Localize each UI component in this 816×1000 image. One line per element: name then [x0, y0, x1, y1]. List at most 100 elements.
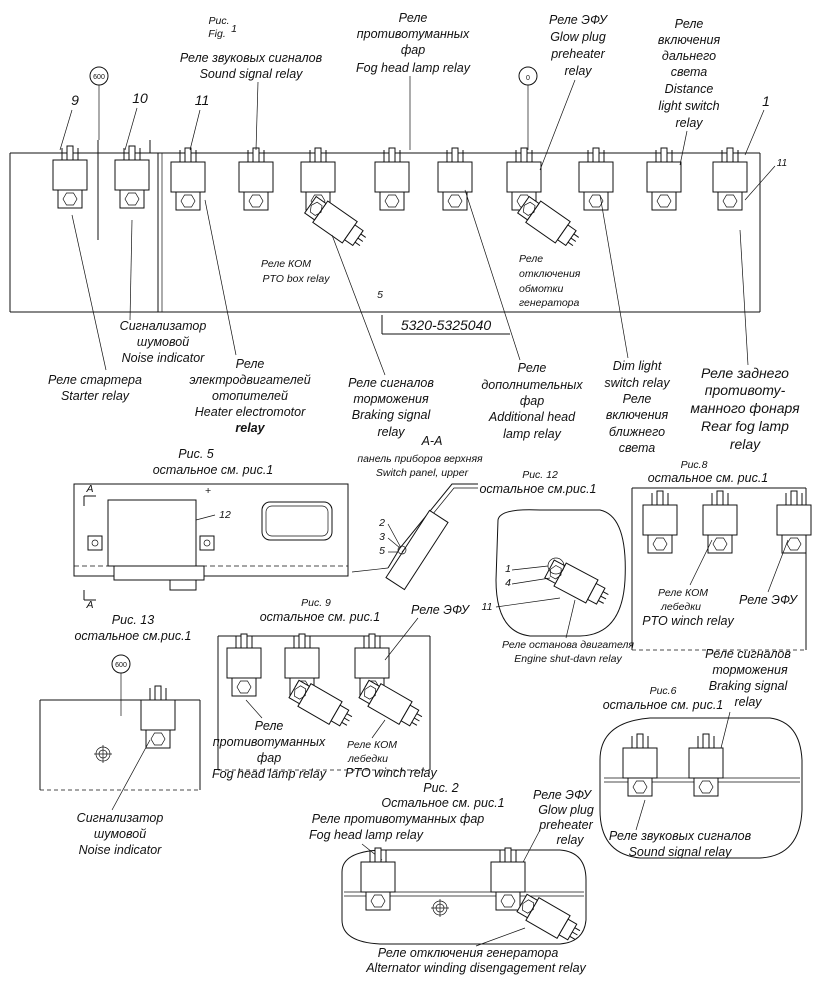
section-aa-callout-3: 3 [379, 531, 385, 543]
fig13-noise-indicator [140, 685, 176, 749]
fig9-relay-fog [226, 633, 262, 697]
rear-fog-relay-ru1: Реле заднего [701, 365, 789, 381]
fig13-noise-en: Noise indicator [79, 843, 163, 857]
generator-relay-ru3: обмотки [519, 283, 563, 295]
dim-relay-en1: Dim light [613, 359, 662, 373]
fig13-title: Рис. 13 [112, 613, 154, 627]
fig8-efu: Реле ЭФУ [739, 593, 799, 607]
fig13-rest: остальное см.рис.1 [74, 629, 191, 643]
additional-relay-en2: lamp relay [503, 427, 561, 441]
fig6-brake-en2: relay [734, 695, 762, 709]
fig13-noise-ru1: Сигнализатор [77, 811, 164, 825]
fig8-title: Рис.8 [681, 459, 708, 471]
fig8-pto-ru1: Реле КОМ [658, 587, 708, 599]
rear-fog-relay-en1: Rear fog lamp [701, 418, 789, 434]
fig12-detail: Рис. 12 остальное см.рис.1 1 4 11 Реле о… [479, 469, 634, 665]
fig2-fog-en: Fog head lamp relay [309, 828, 424, 842]
fig2-fog-ru: Реле противотуманных фар [312, 812, 485, 826]
fog-relay-ru1: Реле [399, 11, 428, 25]
fig2-glow-en3: relay [556, 833, 584, 847]
relay-rear-fog [712, 147, 748, 211]
fig2-relay-generator [515, 891, 585, 947]
heater-relay-en1: Heater electromotor [195, 405, 306, 419]
section-aa-callout-2: 2 [378, 517, 385, 529]
fig5-rest: остальное см. рис.1 [153, 463, 274, 477]
fig13-bolt [93, 744, 113, 764]
fig8-relay-left [642, 490, 678, 554]
fig2-glow-en1: Glow plug [538, 803, 594, 817]
brake-relay-ru2: торможения [353, 392, 429, 406]
fig6-sound-en: Sound signal relay [629, 845, 733, 859]
section-aa-title: А-А [421, 434, 443, 448]
fig2-glow-en2: preheater [538, 818, 593, 832]
fig9-detail: Рис. 9 остальное см. рис.1 Реле ЭФУ Реле… [212, 597, 471, 781]
heater-relay-ru3: отопителей [212, 389, 288, 403]
fig12-callout-1: 1 [505, 563, 511, 575]
starter-relay-en: Starter relay [61, 389, 130, 403]
fig12-title: Рис. 12 [522, 469, 558, 481]
additional-relay-ru2: дополнительных [481, 378, 583, 392]
brake-relay-en1: Braking signal [352, 408, 432, 422]
callout-600-text: 600 [93, 74, 105, 81]
fig12-shutdown-en: Engine shut-davn relay [514, 653, 622, 665]
distance-relay-ru1: Реле [675, 17, 704, 31]
fig12-callout-11: 11 [482, 601, 493, 613]
fig5-window [261, 501, 333, 541]
fig12-rest: остальное см.рис.1 [479, 482, 596, 496]
fig8-detail: Рис.8 остальное см. рис.1 Реле КОМ лебед… [631, 459, 812, 651]
noise-indicator-en: Noise indicator [122, 351, 206, 365]
relay-fog [374, 147, 410, 211]
dim-relay-ru1: Реле [623, 392, 652, 406]
heater-relay-ru2: электродвигателей [189, 373, 310, 387]
fig9-fog-ru2: противотуманных [213, 735, 326, 749]
dim-relay-ru2: включения [606, 408, 669, 422]
fig6-rest: остальное см. рис.1 [603, 698, 724, 712]
fig1-num: 1 [231, 23, 237, 35]
fig5-detail: Рис. 5 остальное см. рис.1 A A 12 + [73, 447, 349, 611]
relay-11 [170, 147, 206, 211]
glow-relay-en2: preheater [550, 47, 605, 61]
glow-relay-ru: Реле ЭФУ [549, 13, 609, 27]
fig9-relay-pto-tilt2 [357, 677, 427, 733]
relay-glow [506, 147, 542, 211]
dim-relay-ru4: света [619, 441, 656, 455]
fig13-callout-600: 600 [115, 662, 127, 669]
fig9-fog-ru3: фар [257, 751, 281, 765]
sound-relay-en: Sound signal relay [200, 67, 304, 81]
dim-relay-ru3: ближнего [609, 425, 665, 439]
fig6-detail: Реле сигналов торможения Braking signal … [599, 647, 803, 859]
fig2-generator-ru: Реле отключения генератора [378, 946, 559, 960]
fog-relay-en: Fog head lamp relay [356, 61, 471, 75]
fig6-brake-ru2: торможения [712, 663, 788, 677]
relay-10 [114, 145, 150, 209]
fig2-generator-en: Alternator winding disengagement relay [365, 961, 586, 975]
generator-relay-ru1: Реле [519, 253, 543, 265]
pto-box-en: PTO box relay [263, 273, 331, 285]
fig1-en: Fig. [208, 28, 226, 40]
fig13-noise-ru2: шумовой [94, 827, 146, 841]
section-aa-callout-5: 5 [379, 545, 385, 557]
heater-relay-en2: relay [235, 421, 265, 435]
fig9-rest: остальное см. рис.1 [260, 610, 381, 624]
relay-pto-box [302, 193, 371, 253]
fig2-relay-fog [360, 847, 396, 911]
distance-relay-ru3: дальнего [662, 49, 716, 63]
panel-code: 5320-5325040 [401, 317, 492, 333]
callout-1: 1 [762, 93, 770, 109]
section-aa-en: Switch panel, upper [376, 467, 469, 479]
callout-9: 9 [71, 92, 79, 108]
sound-relay-ru: Реле звуковых сигналов [180, 51, 323, 65]
fig6-title: Рис.6 [650, 685, 677, 697]
fog-relay-ru3: фар [401, 43, 425, 57]
relay-additional [437, 147, 473, 211]
relay-dim [578, 147, 614, 211]
fig8-rest: остальное см. рис.1 [648, 471, 769, 485]
pto-box-ru: Реле КОМ [261, 258, 311, 270]
fig2-title: Рис. 2 [423, 781, 458, 795]
fig8-relay-pto-winch [702, 490, 738, 554]
generator-relay-ru4: генератора [519, 297, 580, 309]
distance-relay-ru2: включения [658, 33, 721, 47]
fig12-callout-4: 4 [505, 577, 511, 589]
fig6-relay-right [688, 733, 724, 797]
